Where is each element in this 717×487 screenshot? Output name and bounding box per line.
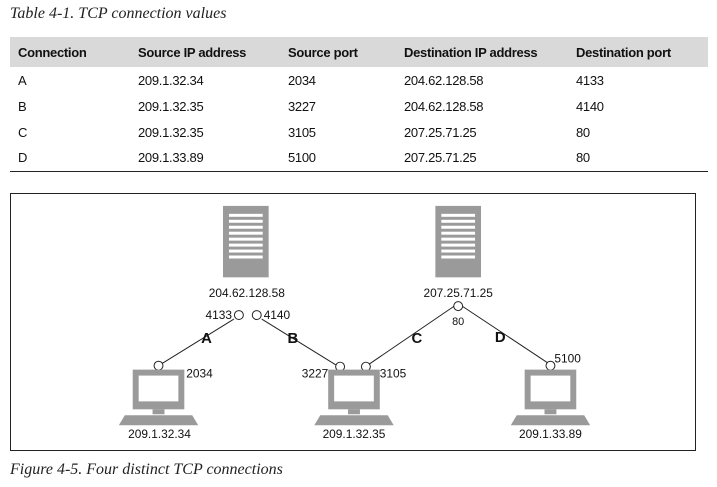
port-circle-icon — [453, 301, 464, 312]
table-row: A 209.1.32.34 2034 204.62.128.58 4133 — [10, 67, 708, 93]
cell-destination-port: 4133 — [576, 72, 604, 88]
connection-line-a — [158, 318, 235, 367]
connection-label-b: B — [288, 331, 299, 347]
server-2-port-80: 80 — [452, 316, 464, 328]
client-1-port-2034: 2034 — [186, 367, 213, 381]
client-1-ip: 209.1.32.34 — [128, 427, 191, 441]
cell-connection: C — [18, 124, 28, 140]
cell-source-port: 3227 — [288, 98, 316, 114]
connection-label-a: A — [201, 331, 212, 347]
client-3-ip: 209.1.33.89 — [519, 427, 582, 441]
column-header-destination-port: Destination port — [576, 44, 671, 60]
table-row: C 209.1.32.35 3105 207.25.71.25 80 — [10, 119, 708, 145]
connection-line-b — [261, 318, 338, 367]
cell-connection: D — [10, 145, 130, 172]
cell-connection: B — [18, 98, 27, 114]
column-header-source-ip: Source IP address — [138, 44, 247, 60]
tcp-connection-table: Connection Source IP address Source port… — [10, 37, 708, 172]
cell-source-port: 5100 — [280, 145, 396, 172]
server-2-ip: 207.25.71.25 — [423, 286, 493, 300]
tcp-connections-diagram: A B C D 204.62.128.58 4133 4140 207.25.7… — [10, 193, 696, 451]
server-1-port-4140: 4140 — [264, 308, 291, 322]
client-2-port-3105: 3105 — [380, 367, 407, 381]
column-header-source-port: Source port — [288, 44, 358, 60]
client-2-ip: 209.1.32.35 — [323, 427, 386, 441]
connection-label-d: D — [495, 330, 506, 346]
table-caption: Table 4-1. TCP connection values — [10, 5, 227, 22]
cell-destination-port: 80 — [568, 145, 708, 172]
cell-destination-port: 4140 — [576, 98, 604, 114]
cell-source-port: 2034 — [288, 72, 316, 88]
connection-line-d — [461, 305, 551, 366]
table-header-row: Connection Source IP address Source port… — [10, 37, 708, 67]
figure-caption: Figure 4-5. Four distinct TCP connection… — [10, 461, 283, 478]
cell-source-port: 3105 — [288, 124, 316, 140]
cell-destination-ip: 204.62.128.58 — [404, 98, 484, 114]
table-row: D 209.1.33.89 5100 207.25.71.25 80 — [10, 145, 708, 172]
cell-destination-ip: 207.25.71.25 — [396, 145, 568, 172]
table-row: B 209.1.32.35 3227 204.62.128.58 4140 — [10, 93, 708, 119]
cell-source-ip: 209.1.32.35 — [138, 124, 204, 140]
connection-label-c: C — [412, 331, 423, 347]
client-2-port-3227: 3227 — [302, 367, 329, 381]
connection-line-c — [366, 305, 455, 367]
port-circle-icon — [153, 360, 164, 371]
cell-source-ip: 209.1.32.34 — [138, 72, 204, 88]
server-1-ip: 204.62.128.58 — [209, 286, 285, 300]
server-1-port-4133: 4133 — [205, 308, 232, 322]
cell-connection: A — [18, 72, 27, 88]
port-circle-icon — [233, 310, 244, 321]
desktop-computer-icon — [510, 369, 591, 426]
cell-destination-ip: 207.25.71.25 — [404, 124, 477, 140]
server-tower-icon — [435, 205, 481, 278]
column-header-destination-ip: Destination IP address — [404, 44, 538, 60]
cell-destination-ip: 204.62.128.58 — [404, 72, 484, 88]
cell-source-ip: 209.1.33.89 — [130, 145, 280, 172]
server-tower-icon — [223, 205, 269, 278]
cell-destination-port: 80 — [576, 124, 590, 140]
port-circle-icon — [251, 310, 262, 321]
client-3-port-5100: 5100 — [554, 352, 581, 366]
column-header-connection: Connection — [18, 44, 87, 60]
cell-source-ip: 209.1.32.35 — [138, 98, 204, 114]
